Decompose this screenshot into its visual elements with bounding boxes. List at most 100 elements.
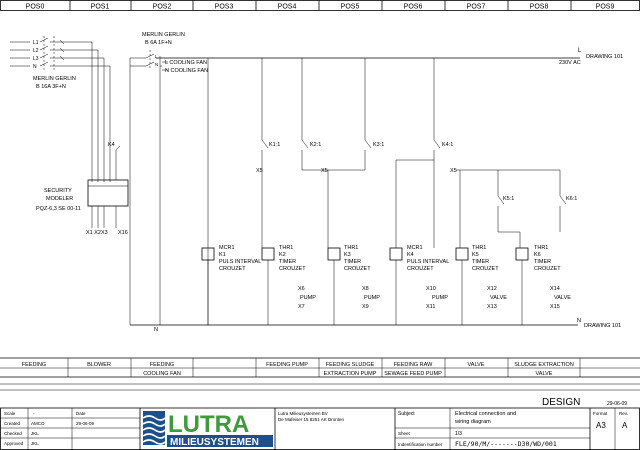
function-legend: FEEDING BLOWER FEEDING FEEDING PUMP FEED… bbox=[0, 357, 640, 391]
relay-4-desc1: PULS INTERVAL bbox=[407, 259, 449, 265]
approved-label: Approved bbox=[4, 441, 24, 446]
function-blower: BLOWER bbox=[87, 362, 111, 368]
relay-5-code: THR1 bbox=[472, 245, 486, 251]
output-2-top: X8 bbox=[362, 286, 369, 292]
subject-line-2: wiring diagram bbox=[454, 419, 491, 425]
svg-text:L: L bbox=[155, 54, 158, 59]
contact-k6: K6:1 bbox=[566, 196, 577, 202]
relay-1-k: K1 bbox=[219, 252, 226, 258]
pos-label-3: POS3 bbox=[215, 4, 234, 11]
relay-coil-k4 bbox=[389, 247, 403, 261]
relay-1-code: MCR1 bbox=[219, 245, 235, 251]
company-address: De Mafeiser 15 8251 AK Dronten bbox=[278, 417, 345, 422]
relay-coil-k5 bbox=[455, 247, 469, 261]
output-4-top: X12 bbox=[487, 286, 497, 292]
drawing-ref-bottom: DRAWING 101 bbox=[584, 323, 621, 329]
small-breaker-rating: B 6A 1F+N bbox=[145, 40, 172, 46]
ident-label: Indentification number bbox=[398, 442, 443, 447]
contact-k5: K5:1 bbox=[503, 196, 514, 202]
logo-sub: MILIEUSYSTEMEN bbox=[170, 437, 259, 448]
pos-label-1: POS1 bbox=[91, 4, 110, 11]
output-3-top: X10 bbox=[426, 286, 436, 292]
relay-3-desc2: CROUZET bbox=[344, 266, 371, 272]
company-name: Lutra Milieusystemen BV bbox=[278, 411, 328, 416]
relay-3-code: THR1 bbox=[344, 245, 358, 251]
pos-label-9: POS9 bbox=[596, 4, 615, 11]
created-by: AMCO bbox=[31, 421, 45, 426]
title-block: DESIGN 29-06-09 Scale - Date Created AMC… bbox=[0, 397, 640, 450]
relay-2-desc1: TIMER bbox=[279, 259, 296, 265]
output-3-label: PUMP bbox=[432, 295, 448, 301]
output-5-label: VALVE bbox=[554, 295, 571, 301]
relay-2-code: THR1 bbox=[279, 245, 293, 251]
terminal-x5-1: X5 bbox=[256, 168, 263, 174]
phase-label-n: N bbox=[33, 64, 37, 70]
function-valve-2: VALVE bbox=[536, 371, 553, 377]
format-label: Format bbox=[593, 411, 608, 416]
phase-label-l1: L1 bbox=[33, 40, 39, 46]
pos-label-2: POS2 bbox=[153, 4, 172, 11]
output-1-label: PUMP bbox=[300, 295, 316, 301]
output-3-bottom: X11 bbox=[426, 304, 435, 310]
relay-6-code: THR1 bbox=[534, 245, 548, 251]
relay-6-desc2: CROUZET bbox=[534, 266, 561, 272]
date-label: Date bbox=[76, 411, 86, 416]
subject-label: Subject bbox=[398, 411, 415, 417]
function-feeding-sludge: FEEDING SLUDGE bbox=[326, 362, 375, 368]
cooling-fan-l-label: L COOLING FAN bbox=[165, 60, 207, 66]
relay-4-k: K4 bbox=[407, 252, 414, 258]
security-type: PQZ-6,3 SE 00-11 bbox=[36, 206, 81, 212]
relay-2-desc2: CROUZET bbox=[279, 266, 306, 272]
pos-label-7: POS7 bbox=[467, 4, 486, 11]
pos-label-4: POS4 bbox=[278, 4, 297, 11]
function-cooling-fan: COOLING FAN bbox=[143, 371, 181, 377]
control-circuit: K1:1 K2:1 K3:1 K4:1 K5:1 K6:1 X5 X5 X5 bbox=[201, 58, 577, 325]
relay-5-desc2: CROUZET bbox=[472, 266, 499, 272]
relay-2-k: K2 bbox=[279, 252, 286, 258]
output-4-bottom: X13 bbox=[487, 304, 497, 310]
output-1-top: X6 bbox=[298, 286, 305, 292]
format-value: A3 bbox=[596, 421, 606, 430]
created-date: 29-06-09 bbox=[76, 421, 95, 426]
lutra-logo: LUTRA MILIEUSYSTEMEN bbox=[142, 410, 274, 448]
output-1-bottom: X7 bbox=[298, 304, 305, 310]
svg-text:N: N bbox=[155, 62, 158, 67]
contact-k1: K1:1 bbox=[269, 142, 280, 148]
relay-4-code: MCR1 bbox=[407, 245, 423, 251]
rev-label: Rev. bbox=[619, 411, 628, 416]
output-4-label: VALVE bbox=[490, 295, 507, 301]
function-feeding-raw: FEEDING RAW bbox=[394, 362, 433, 368]
phase-label-l2: L2 bbox=[33, 48, 39, 54]
security-title-2: MODELER bbox=[46, 196, 73, 202]
main-breaker: L1 L2 L3 N MERLIN GERLIN B 16A 3F+N bbox=[10, 36, 111, 182]
security-modeler: K4 SECURITY MODELER PQZ-6,3 SE 00-11 X1 … bbox=[36, 142, 129, 236]
main-breaker-rating: B 16A 3F+N bbox=[36, 84, 66, 90]
position-header: POS0 POS1 POS2 POS3 POS4 POS5 POS6 POS7 … bbox=[0, 0, 640, 11]
terminal-x5-2: X5 bbox=[321, 168, 328, 174]
security-title-1: SECURITY bbox=[44, 188, 72, 194]
function-feeding-2: FEEDING bbox=[150, 362, 174, 368]
output-5-bottom: X15 bbox=[550, 304, 560, 310]
rev-value: A bbox=[622, 421, 628, 430]
approved-by: JKL bbox=[31, 441, 39, 446]
sheet-value: 1/3 bbox=[455, 431, 462, 437]
relay-coil-k3 bbox=[327, 247, 341, 261]
logo-main: LUTRA bbox=[168, 411, 249, 438]
function-feeding-pump: FEEDING PUMP bbox=[266, 362, 308, 368]
pos-label-0: POS0 bbox=[26, 4, 45, 11]
relay-4-desc2: CROUZET bbox=[407, 266, 434, 272]
design-date: 29-06-09 bbox=[607, 401, 627, 407]
output-5-top: X14 bbox=[550, 286, 560, 292]
supply-voltage: 230V AC bbox=[559, 60, 581, 66]
relay-6-k: K6 bbox=[534, 252, 541, 258]
main-breaker-name: MERLIN GERLIN bbox=[33, 76, 76, 82]
relay-6-desc1: TIMER bbox=[534, 259, 551, 265]
relay-3-desc1: TIMER bbox=[344, 259, 361, 265]
small-breaker-name: MERLIN GERLIN bbox=[142, 32, 185, 38]
design-label: DESIGN bbox=[542, 397, 580, 408]
ident-value: FLE/90/M/-------D30/WD/001 bbox=[455, 440, 557, 448]
function-feeding-1: FEEDING bbox=[22, 362, 46, 368]
pos-label-8: POS8 bbox=[530, 4, 549, 11]
k4-label: K4 bbox=[108, 142, 115, 148]
